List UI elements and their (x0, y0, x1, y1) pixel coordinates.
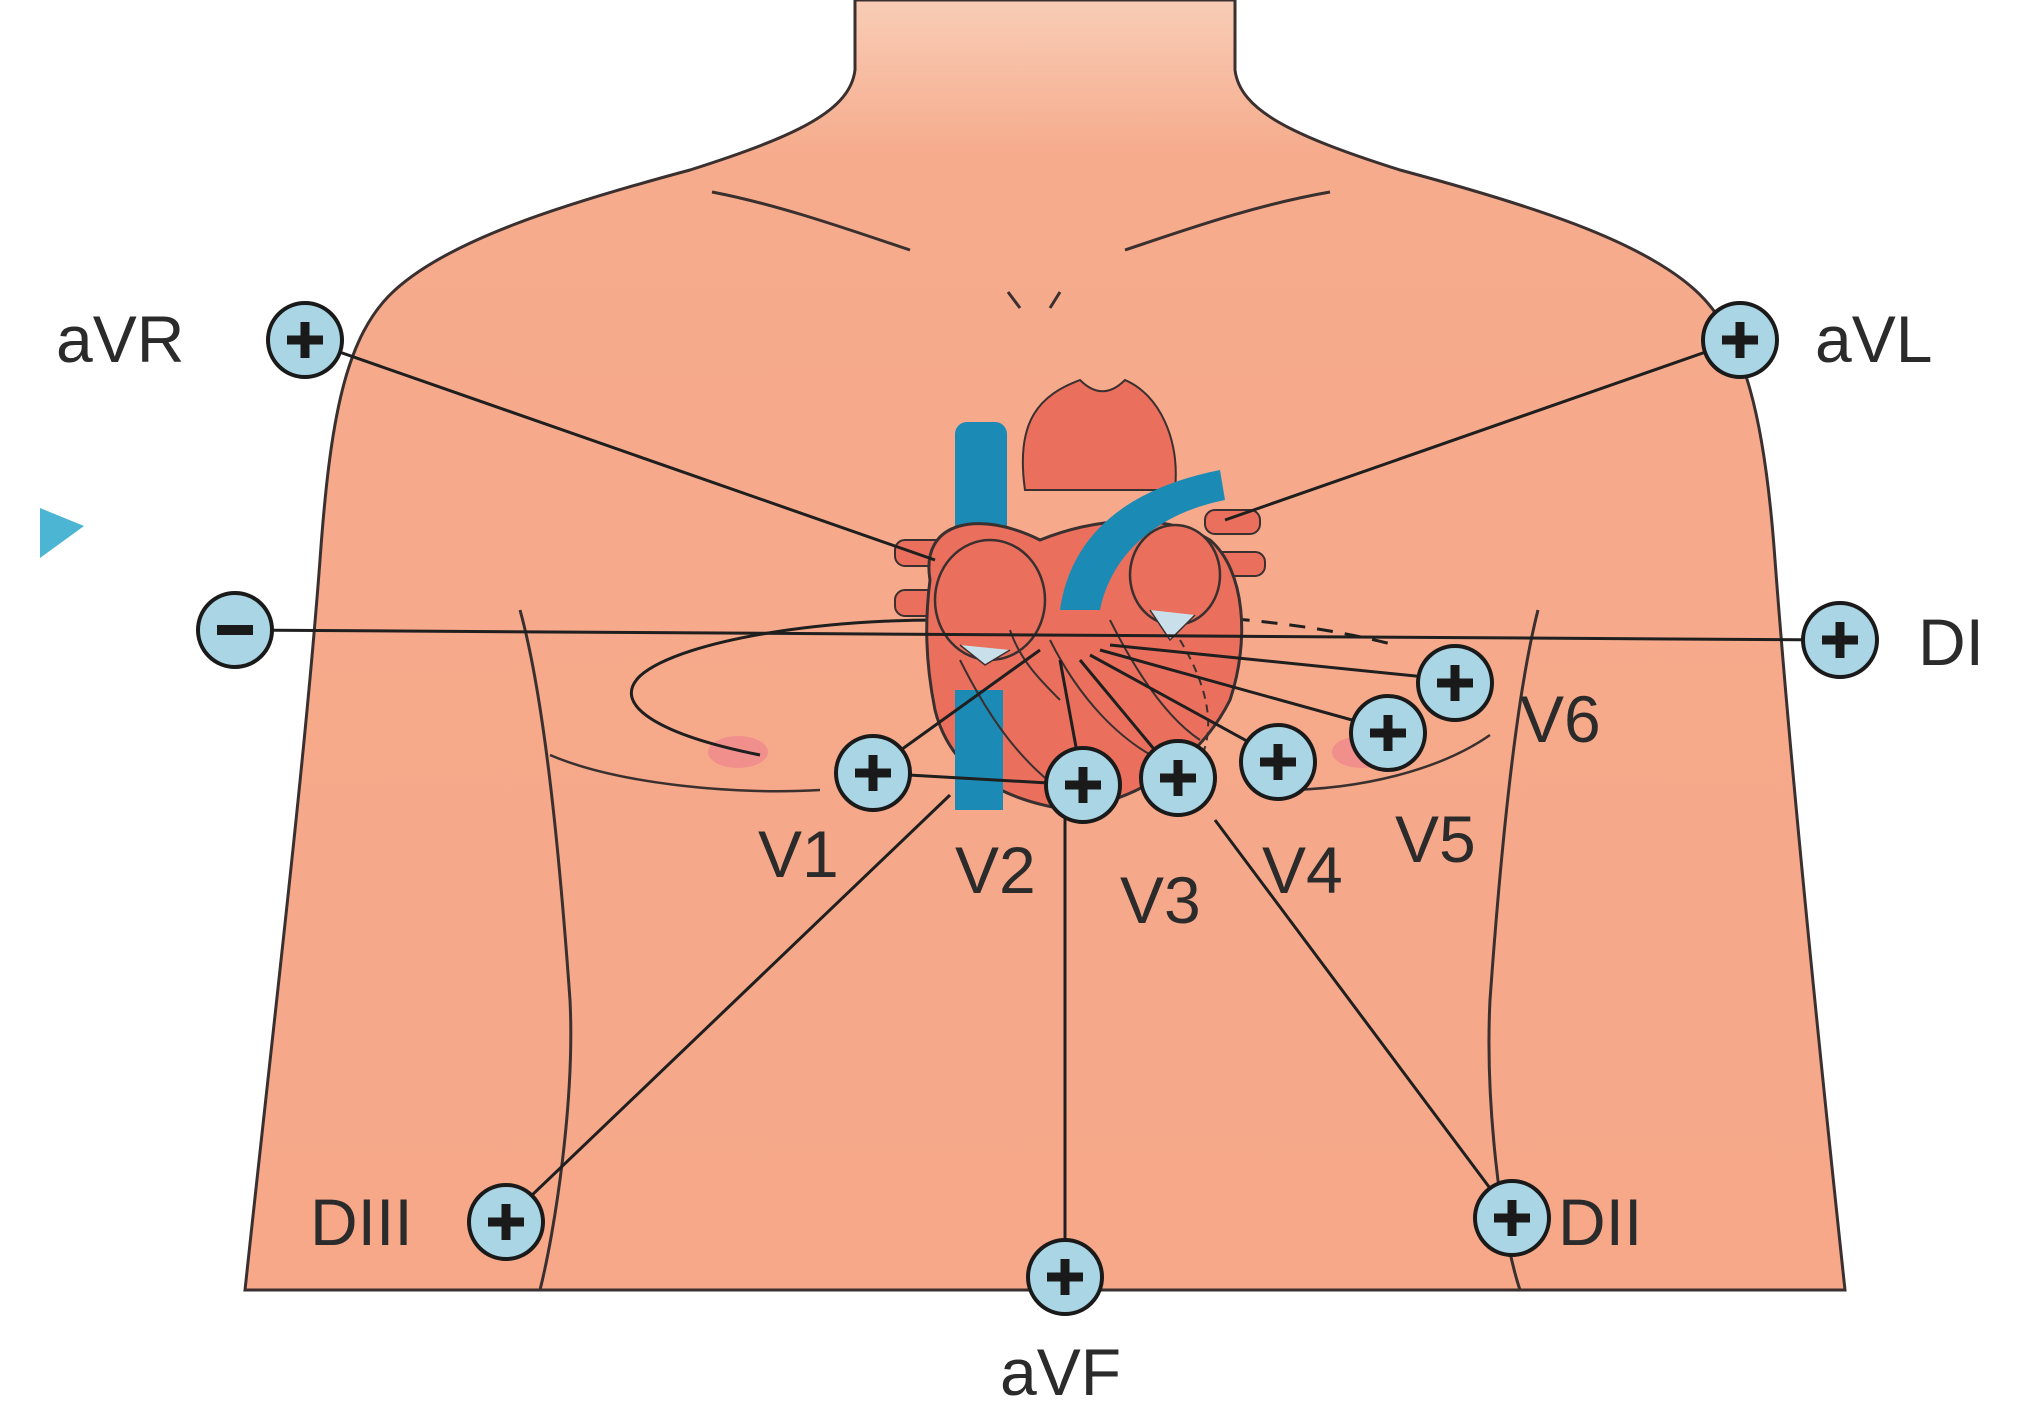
inferior-vena-cava (955, 690, 1003, 810)
label-dii: DII (1558, 1185, 1642, 1259)
label-v2: V2 (955, 833, 1036, 907)
electrode-v2 (1046, 748, 1120, 822)
label-diii: DIII (310, 1185, 413, 1259)
electrode-dii (1475, 1181, 1549, 1255)
label-v4: V4 (1262, 833, 1343, 907)
electrode-diii (469, 1185, 543, 1259)
electrode-avr (268, 303, 342, 377)
label-v5: V5 (1395, 802, 1476, 876)
label-avr: aVR (56, 302, 184, 376)
label-v1: V1 (758, 817, 839, 891)
label-avf: aVF (1000, 1335, 1121, 1405)
electrode-di-negative (198, 593, 272, 667)
electrode-avf (1028, 1240, 1102, 1314)
label-avl: aVL (1815, 302, 1932, 376)
electrode-v6 (1418, 646, 1492, 720)
label-di: DI (1918, 605, 1984, 679)
electrode-avl (1703, 303, 1777, 377)
label-v3: V3 (1120, 863, 1201, 937)
electrode-di (1803, 603, 1877, 677)
electrode-v1 (836, 736, 910, 810)
triangle-pointer-icon (40, 508, 84, 558)
electrode-v4 (1241, 725, 1315, 799)
left-nipple (708, 736, 768, 768)
label-v6: V6 (1520, 682, 1601, 756)
electrode-v3 (1141, 741, 1215, 815)
electrode-v5 (1351, 696, 1425, 770)
